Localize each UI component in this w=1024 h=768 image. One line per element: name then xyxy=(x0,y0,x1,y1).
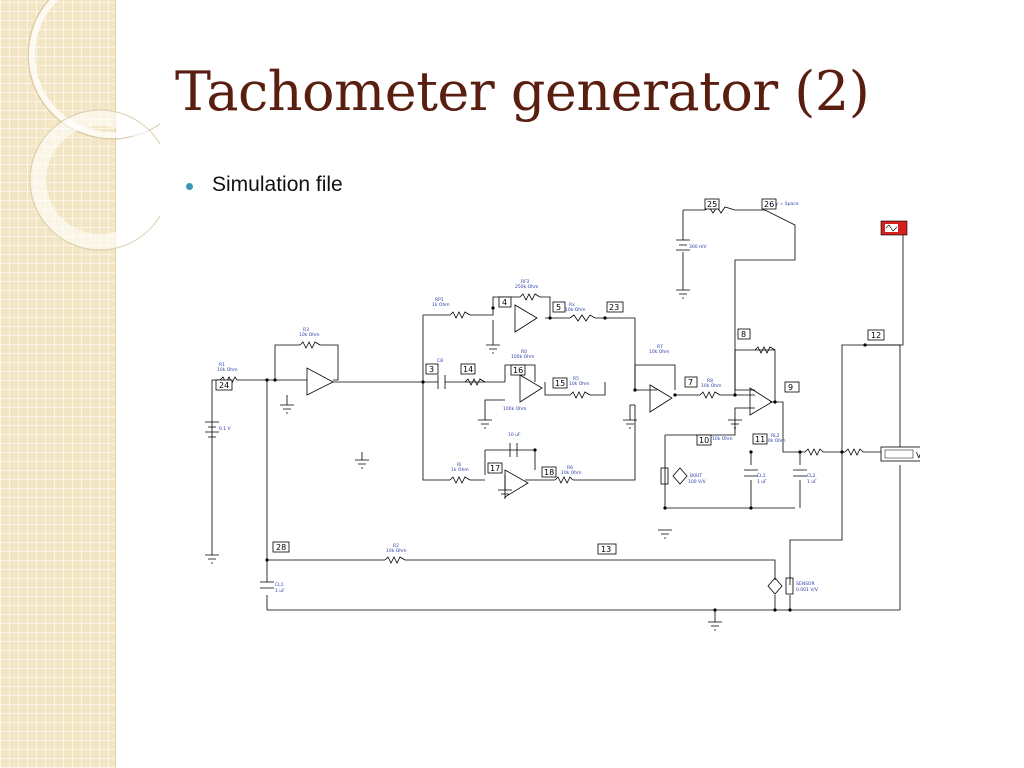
grounds xyxy=(205,289,742,631)
node-10: 10 xyxy=(699,436,709,445)
capacitors xyxy=(260,375,807,589)
node-14: 14 xyxy=(463,365,473,374)
label-r2: R2 xyxy=(393,543,399,549)
svg-text:10k Ohm: 10k Ohm xyxy=(386,548,407,554)
svg-text:1 uF: 1 uF xyxy=(275,588,285,594)
label-r4: 100k Ohm xyxy=(503,406,526,412)
label-v1: 0.1 V xyxy=(219,426,232,432)
node-8: 8 xyxy=(741,330,746,339)
node-labels: 25 26 4 5 23 3 14 15 16 17 18 7 8 9 10 1… xyxy=(215,198,885,555)
svg-text:1k Ohm: 1k Ohm xyxy=(451,467,469,473)
svg-text:100k Ohm: 100k Ohm xyxy=(511,354,534,360)
label-r6: R6 xyxy=(567,465,573,471)
bullet-marker xyxy=(186,183,193,190)
svg-text:10k Ohm: 10k Ohm xyxy=(565,307,586,313)
op-amps xyxy=(306,304,773,498)
node-9: 9 xyxy=(788,383,793,392)
svg-text:100 V/V: 100 V/V xyxy=(688,479,707,485)
label-r8: R8 xyxy=(707,378,713,384)
svg-text:1k Ohm: 1k Ohm xyxy=(432,302,450,308)
schematic-wires xyxy=(211,209,904,622)
label-rl1: 10k Ohm xyxy=(712,436,733,442)
node-3: 3 xyxy=(429,365,434,374)
svg-text:1 uF: 1 uF xyxy=(807,479,817,485)
slide-title: Tachometer generator (2) xyxy=(175,60,870,123)
node-26: 26 xyxy=(764,200,774,209)
svg-text:250k Ohm: 250k Ohm xyxy=(515,284,538,290)
node-15: 15 xyxy=(555,379,565,388)
label-rl2: RL2 xyxy=(771,433,780,439)
node-28: 28 xyxy=(276,543,286,552)
label-rp1: RP1 xyxy=(435,297,444,303)
svg-text:10k Ohm: 10k Ohm xyxy=(701,383,722,389)
label-r0: R0 xyxy=(521,349,527,355)
svg-text:10k Ohm: 10k Ohm xyxy=(765,438,786,444)
label-cl1-bottom: CL1 xyxy=(275,582,284,588)
resistors xyxy=(219,206,864,564)
node-17: 17 xyxy=(490,464,500,473)
svg-text:10k Ohm: 10k Ohm xyxy=(217,367,238,373)
node-5: 5 xyxy=(556,303,561,312)
controlled-sources xyxy=(660,467,794,595)
label-r1: R1 xyxy=(219,362,225,368)
voltmeter-icon[interactable] xyxy=(880,446,920,462)
label-r3: R3 xyxy=(303,327,309,333)
label-sensor: SENSOR xyxy=(796,581,815,587)
svg-text:0.001 V/V: 0.001 V/V xyxy=(796,587,819,593)
junctions xyxy=(265,306,867,612)
label-vref: 300 mV xyxy=(689,244,707,250)
node-18: 18 xyxy=(544,468,554,477)
circuit-schematic: V R1 10k Ohm R3 10k Ohm 0.1 V RP1 1k Ohm… xyxy=(205,198,920,631)
node-24: 24 xyxy=(219,381,229,390)
label-rf2: RF2 xyxy=(521,279,530,285)
label-c8: C8 xyxy=(437,358,443,364)
decorative-circles xyxy=(27,0,160,251)
label-r5: R5 xyxy=(573,376,579,382)
label-cl1: CL1 xyxy=(757,473,766,479)
node-13: 13 xyxy=(601,545,611,554)
svg-text:10k Ohm: 10k Ohm xyxy=(649,349,670,355)
component-labels: R1 10k Ohm R3 10k Ohm 0.1 V RP1 1k Ohm R… xyxy=(217,201,819,594)
label-c: 10 uF xyxy=(508,432,521,438)
svg-text:10k Ohm: 10k Ohm xyxy=(299,332,320,338)
label-rx: Rx xyxy=(569,302,575,308)
label-switch: Key = Space xyxy=(770,201,799,207)
node-4: 4 xyxy=(502,298,507,307)
node-11: 11 xyxy=(755,435,765,444)
bullet-text: Simulation file xyxy=(212,173,343,196)
label-b0ut: B0UT xyxy=(690,473,702,479)
node-23: 23 xyxy=(609,303,619,312)
label-r7: R7 xyxy=(657,344,663,350)
label-cl2: CL2 xyxy=(807,473,816,479)
batteries xyxy=(205,239,690,438)
svg-text:10k Ohm: 10k Ohm xyxy=(569,381,590,387)
voltmeter-unit: V xyxy=(916,451,920,460)
svg-text:1 uF: 1 uF xyxy=(757,479,767,485)
label-ri: Ri xyxy=(457,462,461,468)
node-25: 25 xyxy=(707,200,717,209)
instruments: V xyxy=(880,220,920,462)
node-16: 16 xyxy=(513,366,523,375)
svg-text:10k Ohm: 10k Ohm xyxy=(561,470,582,476)
node-12: 12 xyxy=(871,331,881,340)
node-7: 7 xyxy=(688,378,693,387)
